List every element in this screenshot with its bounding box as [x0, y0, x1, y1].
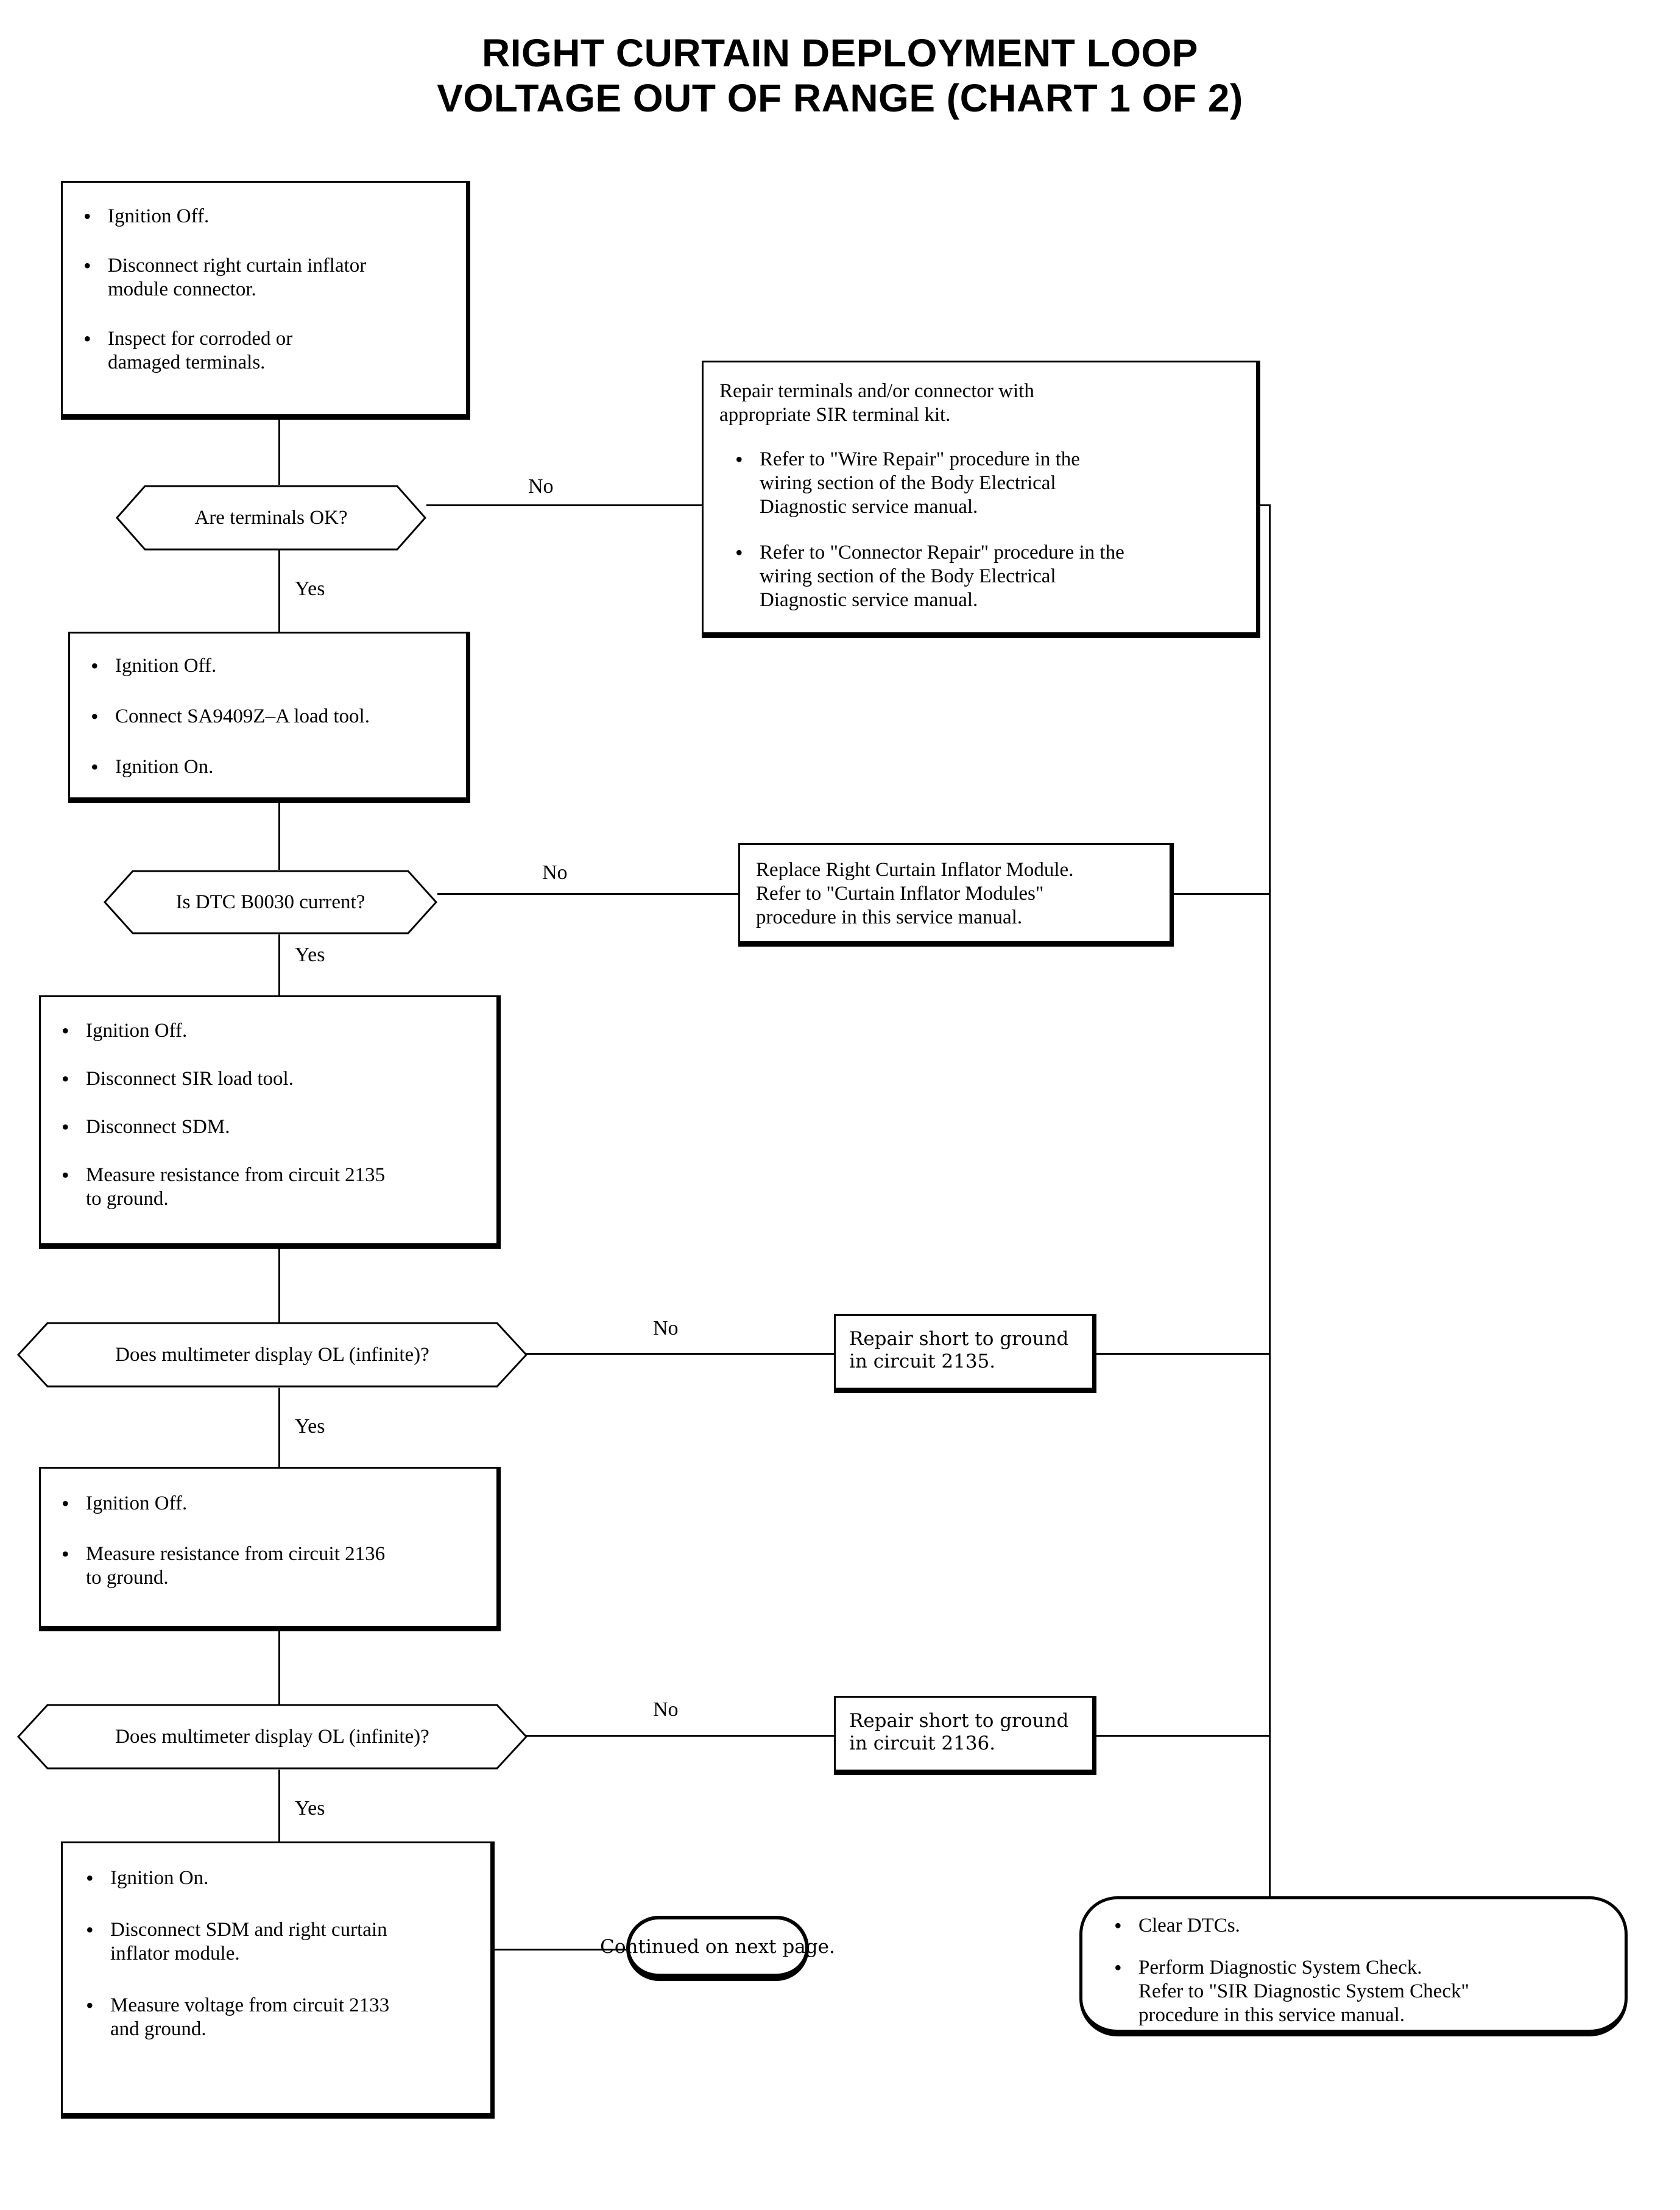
list-item: Clear DTCs. [1110, 1913, 1616, 1938]
bullet-list: Ignition On. Disconnect SDM and right cu… [82, 1865, 484, 2041]
list-item: Inspect for corroded or damaged terminal… [80, 326, 457, 375]
edge-label-no-2: No [542, 861, 568, 884]
connector-decision2-no [437, 893, 738, 895]
edge-label-yes-4: Yes [295, 1797, 325, 1820]
edge-label-yes-3: Yes [295, 1415, 325, 1438]
decision-are-terminals-ok: Are terminals OK? [116, 485, 426, 551]
edge-label-no-1: No [528, 475, 554, 498]
page-title-line-2: VOLTAGE OUT OF RANGE (CHART 1 OF 2) [437, 76, 1243, 121]
process-box-repair-short-2135: Repair short to ground in circuit 2135. [834, 1314, 1096, 1393]
process-box-repair-terminals: Repair terminals and/or connector with a… [702, 361, 1260, 638]
terminator-label: Continued on next page. [600, 1935, 835, 1958]
process-box-measure-2136: Ignition Off. Measure resistance from ci… [39, 1467, 501, 1631]
list-item: Disconnect SDM. [58, 1114, 490, 1140]
decision-multimeter-ol-2136: Does multimeter display OL (infinite)? [17, 1704, 528, 1770]
connector-step2-to-decision2 [278, 803, 280, 870]
bullet-list: Refer to "Wire Repair" procedure in the … [732, 447, 1249, 612]
hexagon-shape [17, 1322, 528, 1388]
list-item: Ignition Off. [80, 203, 457, 229]
bullet-list: Ignition Off. Measure resistance from ci… [58, 1491, 490, 1590]
terminator-clear-dtcs: Clear DTCs. Perform Diagnostic System Ch… [1079, 1896, 1628, 2036]
connector-repair2135-to-bus [1096, 1353, 1271, 1355]
list-item: Ignition Off. [58, 1491, 490, 1516]
bullet-list: Ignition Off. Connect SA9409Z–A load too… [87, 653, 459, 780]
connector-decision3-no [526, 1353, 834, 1355]
decision-label: Are terminals OK? [194, 506, 348, 529]
list-item: Ignition Off. [58, 1018, 490, 1043]
process-box-repair-short-2136: Repair short to ground in circuit 2136. [834, 1696, 1096, 1775]
decision-label: Does multimeter display OL (infinite)? [115, 1725, 429, 1748]
list-item: Refer to "Connector Repair" procedure in… [732, 540, 1249, 612]
process-box-measure-voltage-2133: Ignition On. Disconnect SDM and right cu… [61, 1841, 495, 2119]
list-item: Disconnect SIR load tool. [58, 1066, 490, 1092]
list-item: Measure resistance from circuit 2136 to … [58, 1541, 490, 1590]
process-box-replace-inflator-module: Replace Right Curtain Inflator Module. R… [738, 843, 1174, 947]
connector-decision1-yes-to-step2 [278, 549, 280, 632]
edge-label-no-3: No [653, 1317, 679, 1340]
list-item: Ignition Off. [87, 653, 459, 679]
edge-label-yes-2: Yes [295, 944, 325, 966]
connector-decision2-yes-to-step3 [278, 934, 280, 995]
decision-multimeter-ol-2135: Does multimeter display OL (infinite)? [17, 1322, 528, 1388]
page-title: RIGHT CURTAIN DEPLOYMENT LOOP VOLTAGE OU… [0, 30, 1680, 121]
connector-step4-to-decision4 [278, 1631, 280, 1710]
decision-label: Does multimeter display OL (infinite)? [115, 1343, 429, 1366]
hexagon-shape [17, 1704, 528, 1770]
connector-step5-to-continued [495, 1949, 626, 1951]
repair-short-2136-text: Repair short to ground in circuit 2136. [849, 1710, 1069, 1754]
connector-step3-to-decision3 [278, 1249, 280, 1329]
edge-label-yes-1: Yes [295, 577, 325, 600]
list-item: Measure voltage from circuit 2133 and gr… [82, 1993, 484, 2041]
decision-label: Is DTC B0030 current? [175, 891, 365, 913]
connector-repair-terminals-to-bus [1260, 504, 1271, 506]
list-item: Refer to "Wire Repair" procedure in the … [732, 447, 1249, 519]
connector-decision1-no [426, 504, 702, 506]
list-item: Disconnect SDM and right curtain inflato… [82, 1917, 484, 1966]
bullet-list: Clear DTCs. Perform Diagnostic System Ch… [1110, 1913, 1616, 2027]
list-item: Disconnect right curtain inflator module… [80, 253, 457, 302]
connector-step1-to-decision1 [278, 418, 280, 485]
hexagon-shape [104, 870, 437, 934]
list-item: Measure resistance from circuit 2135 to … [58, 1162, 490, 1211]
page-title-line-1: RIGHT CURTAIN DEPLOYMENT LOOP [482, 31, 1198, 75]
edge-label-no-4: No [653, 1698, 679, 1721]
connector-decision4-no [526, 1735, 834, 1737]
connector-bus-vertical [1269, 504, 1271, 1896]
connector-decision4-yes-to-step5 [278, 1770, 280, 1841]
list-item: Perform Diagnostic System Check. Refer t… [1110, 1955, 1616, 2027]
bullet-list: Ignition Off. Disconnect right curtain i… [80, 203, 457, 375]
process-box-measure-2135: Ignition Off. Disconnect SIR load tool. … [39, 995, 501, 1249]
decision-is-dtc-b0030-current: Is DTC B0030 current? [104, 870, 437, 934]
hexagon-shape [116, 485, 426, 551]
replace-module-text: Replace Right Curtain Inflator Module. R… [756, 859, 1074, 928]
connector-repair2136-to-bus [1096, 1735, 1271, 1737]
list-item: Ignition On. [87, 754, 459, 780]
repair-terminals-lead-text: Repair terminals and/or connector with a… [719, 380, 1034, 426]
list-item: Ignition On. [82, 1865, 484, 1891]
bullet-list: Ignition Off. Disconnect SIR load tool. … [58, 1018, 490, 1211]
process-box-connect-load-tool: Ignition Off. Connect SA9409Z–A load too… [68, 632, 470, 803]
repair-short-2135-text: Repair short to ground in circuit 2135. [849, 1328, 1069, 1372]
list-item: Connect SA9409Z–A load tool. [87, 704, 459, 729]
terminator-continued-on-next-page: Continued on next page. [600, 1916, 835, 1981]
process-box-initial-inspection: Ignition Off. Disconnect right curtain i… [61, 181, 470, 420]
connector-decision3-yes-to-step4 [278, 1388, 280, 1467]
connector-replace-module-to-bus [1174, 893, 1271, 895]
